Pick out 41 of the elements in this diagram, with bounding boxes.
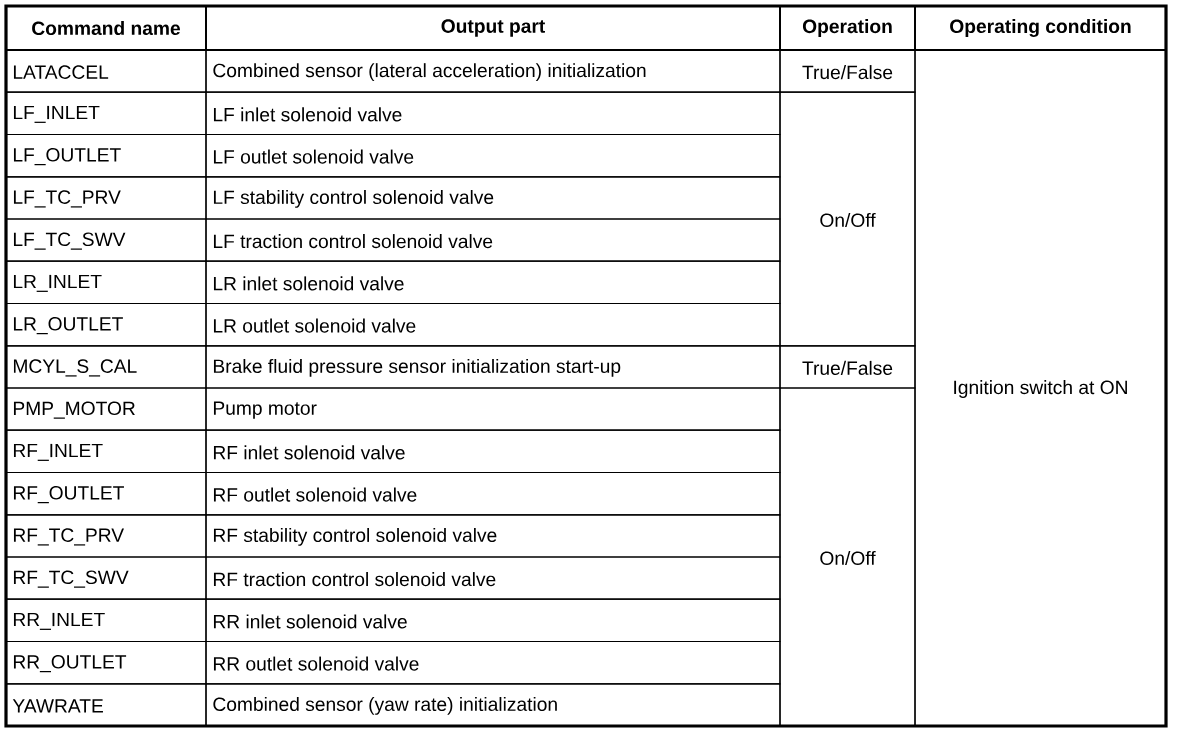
table-cell: LF traction control solenoid valve [205,218,781,262]
table-cell: RR_OUTLET [5,640,207,685]
table-cell: RR outlet solenoid valve [205,640,781,685]
table-cell: True/False [779,49,916,93]
table-cell: RF_INLET [5,429,207,474]
table-cell: PMP_MOTOR [5,387,207,431]
table-cell: On/Off [779,91,916,347]
table-cell: Combined sensor (lateral acceleration) initialization [205,49,781,93]
table-cell: LR inlet solenoid valve [205,260,781,305]
table-cell: LF outlet solenoid valve [205,133,781,178]
table-cell: On/Off [779,387,916,727]
table-cell: LR_INLET [5,260,207,305]
table-cell: True/False [779,345,916,389]
table-cell: Combined sensor (yaw rate) initialization [205,683,781,727]
table-cell: MCYL_S_CAL [5,345,207,389]
table-cell: LF inlet solenoid valve [205,91,781,136]
table-cell: RR inlet solenoid valve [205,598,781,643]
table-cell: Pump motor [205,387,781,431]
table-cell: YAWRATE [5,683,207,727]
table-cell: LF stability control solenoid valve [205,176,781,220]
table-cell: RF stability control solenoid valve [205,514,781,558]
table-cell: LR outlet solenoid valve [205,302,781,347]
table-cell: RF_OUTLET [5,471,207,516]
table-cell: RF traction control solenoid valve [205,556,781,600]
table-cell: Brake fluid pressure sensor initialization start-up [205,345,781,389]
table-cell: LF_TC_SWV [5,218,207,262]
table-cell: RF inlet solenoid valve [205,429,781,474]
table-cell: RR_INLET [5,598,207,643]
table-cell: RF_TC_PRV [5,514,207,558]
table-cell: LF_TC_PRV [5,176,207,220]
label: Output part [441,19,546,37]
label: Command name [32,20,180,36]
table-cell: Ignition switch at ON [914,49,1167,727]
table-cell: LATACCEL [5,49,207,93]
table-cell: RF outlet solenoid valve [205,471,781,516]
table-cell: RF_TC_SWV [5,556,207,600]
header-cell: Operating condition [914,5,1167,51]
header-cell: Operation [779,5,916,51]
table-cell: LF_OUTLET [5,133,207,178]
table-cell: LF_INLET [5,91,207,136]
table-cell: LR_OUTLET [5,302,207,347]
